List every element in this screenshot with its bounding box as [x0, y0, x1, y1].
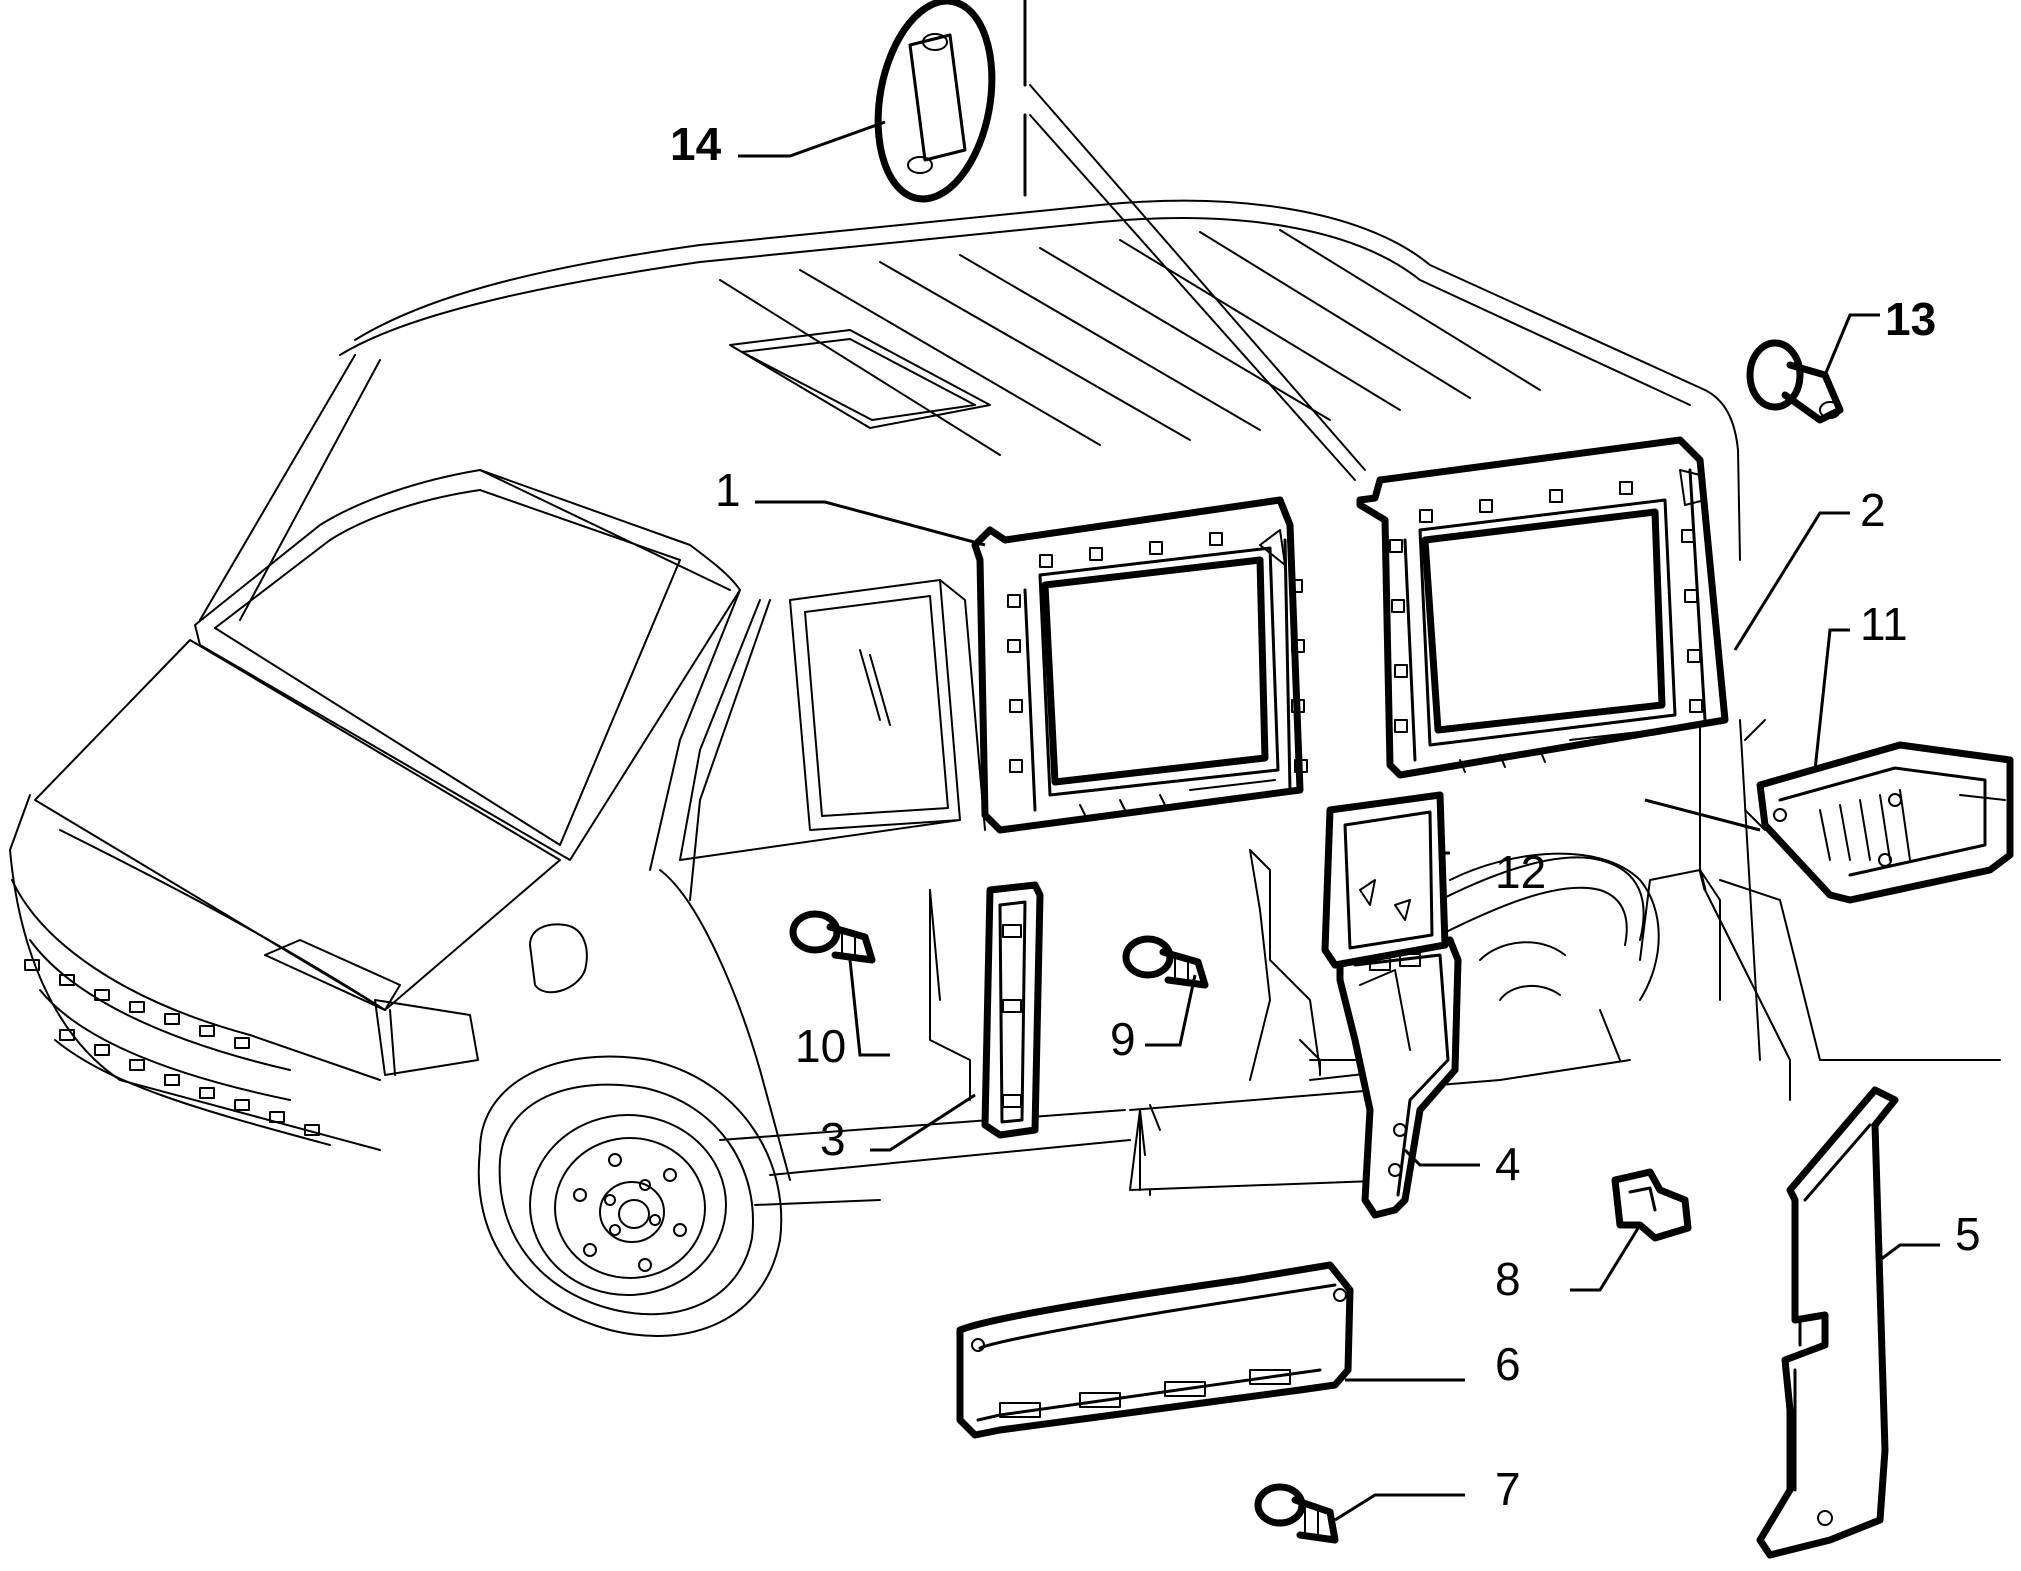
- front-wheel: [477, 1055, 783, 1337]
- part-12-quarter-panel: [1321, 791, 1449, 969]
- callout-9: 9: [1110, 1013, 1136, 1065]
- callout-2: 2: [1860, 484, 1886, 536]
- callout-14: 14: [670, 118, 722, 170]
- part-1-side-window-frame: [971, 496, 1308, 834]
- callout-4: 4: [1495, 1138, 1521, 1190]
- part-4-pillar-trim: [1336, 936, 1462, 1219]
- part-13-rivet: [1746, 339, 1844, 424]
- part-11-box-panel: [1756, 741, 2014, 904]
- part-10-clip: [789, 910, 876, 964]
- break-lines: [929, 0, 1621, 1156]
- part-3-vertical-trim: [981, 881, 1044, 1139]
- part-6-lower-trim: [956, 1261, 1354, 1439]
- part-7-clip: [1254, 1483, 1339, 1544]
- callout-10: 10: [795, 1020, 846, 1072]
- callout-11: 11: [1860, 598, 1908, 650]
- leader-lines: [738, 120, 1940, 1522]
- callout-7: 7: [1495, 1463, 1521, 1515]
- part-9-clip: [1122, 935, 1209, 989]
- grille-slots: [24, 959, 320, 1136]
- part-5-rear-pillar-trim: [1756, 1086, 1899, 1559]
- part-8-clip: [1611, 1168, 1692, 1242]
- callout-5: 5: [1955, 1208, 1981, 1260]
- callout-3: 3: [820, 1113, 846, 1165]
- callout-8: 8: [1495, 1253, 1521, 1305]
- callout-1: 1: [715, 464, 741, 516]
- callout-labels: 1 2 3 4 5 6 7 8 9 10 11 12 13 14: [670, 118, 1981, 1515]
- part-2-side-window-frame: [1356, 436, 1729, 779]
- callout-6: 6: [1495, 1338, 1521, 1390]
- callout-12: 12: [1495, 846, 1546, 898]
- callout-13: 13: [1885, 293, 1936, 345]
- part-14-plate: [874, 0, 996, 203]
- van-body: [9, 199, 2001, 1337]
